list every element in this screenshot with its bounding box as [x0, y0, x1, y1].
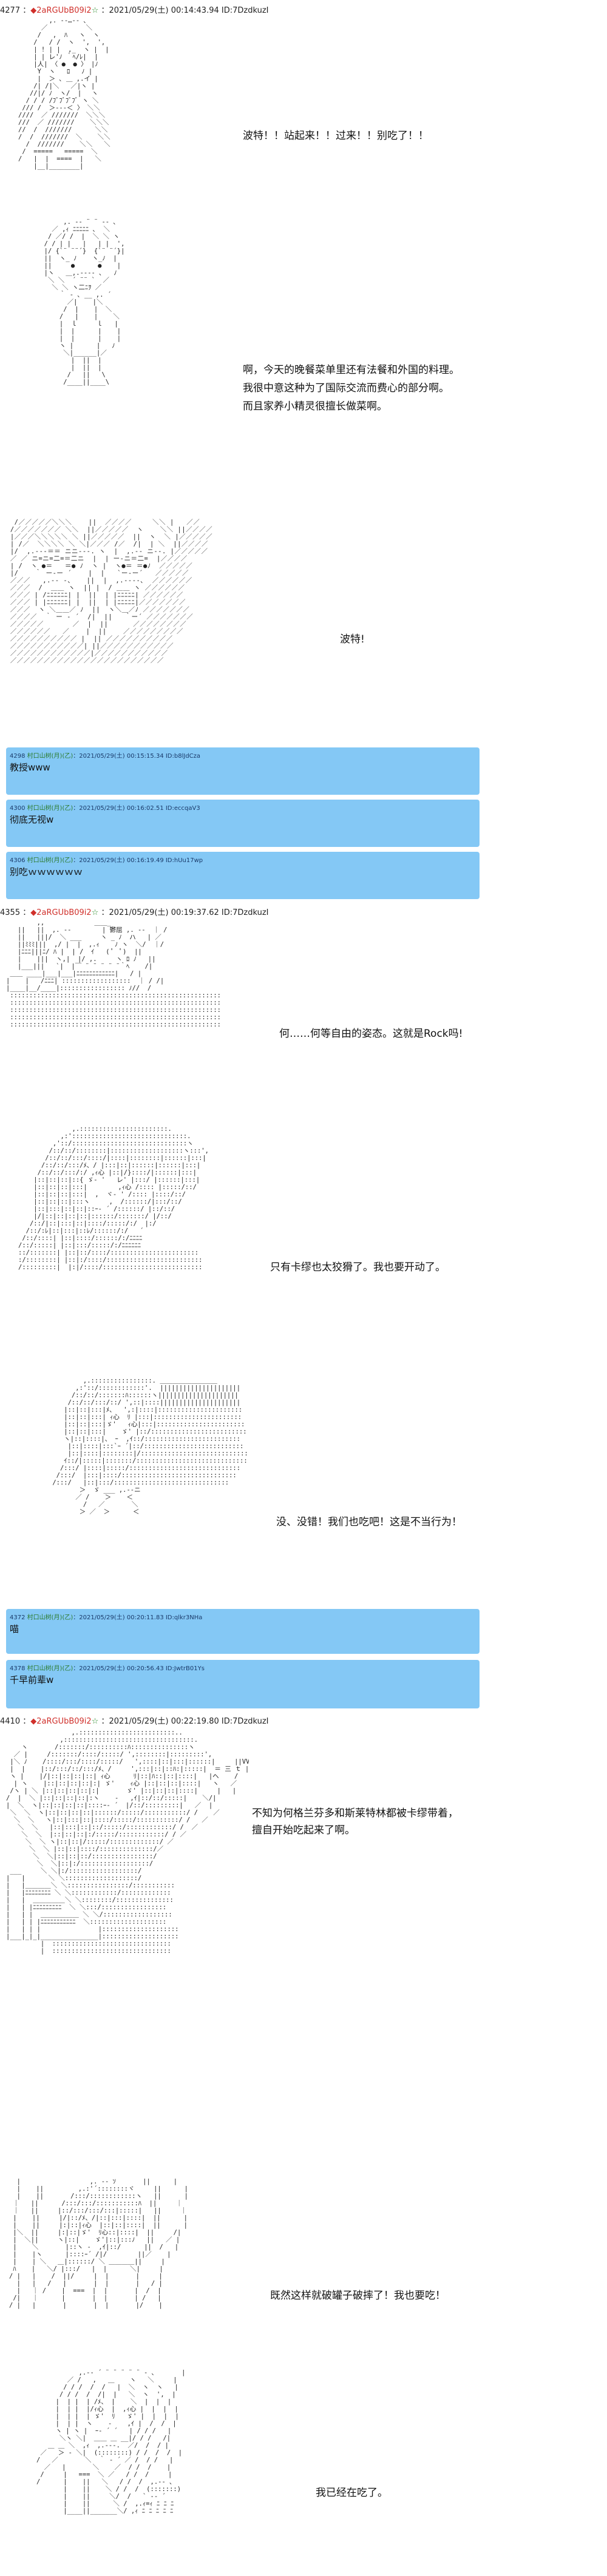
reply-meta: 4298 村口山树(月)(乙)：2021/05/29(土) 00:15:15.3…	[10, 753, 201, 760]
reply-post: 4378 村口山树(月)(乙)：2021/05/29(土) 00:20:56.4…	[6, 1660, 480, 1708]
post-header: 4277 ：◆2aRGUbB09i2☆ ：2021/05/29(土) 00:14…	[0, 6, 269, 15]
dialogue-line: 波特！！站起来！！过来！！别吃了！！	[243, 130, 429, 142]
poster-name: ◆2aRGUbB09i2	[30, 908, 92, 917]
post-header: 4355 ：◆2aRGUbB09i2☆ ：2021/05/29(土) 00:19…	[0, 908, 269, 917]
reply-post: 4306 村口山树(月)(乙)：2021/05/29(土) 00:16:19.4…	[6, 852, 480, 899]
reply-meta: 4300 村口山树(月)(乙)：2021/05/29(土) 00:16:02.5…	[10, 805, 200, 812]
reply-post: 4300 村口山树(月)(乙)：2021/05/29(土) 00:16:02.5…	[6, 800, 480, 847]
poster-name: ◆2aRGUbB09i2	[30, 1717, 92, 1726]
dialogue-line: 啊，今天的晚餐菜单里还有法餐和外国的料理。我很中意这种为了国际交流而费心的部分啊…	[243, 364, 459, 413]
reply-text: 教授www	[10, 762, 50, 773]
reply-text: 喵	[10, 1623, 19, 1634]
dialogue-line: 既然这样就破罐子破摔了！我也要吃！	[270, 2290, 446, 2302]
poster-name: ◆2aRGUbB09i2	[30, 6, 92, 15]
ascii-art: | ,. -‐ ｿ || | | || ,.:'´::::::::ヾ || | …	[9, 2178, 188, 2309]
ascii-art: ,. -‐ ¨ ¨ ‐- ､ ／ ,ｨ ﾆﾆﾆﾆﾆ ､ ＼ / ／/ / | ＼…	[44, 218, 125, 386]
dialogue-line: 没、没错！我们也吃吧！这是不当行为！	[276, 1516, 462, 1528]
ascii-art: ,. -‐…‐- ､ ／ ＼ / , ﾊ ヽ ヽ / / / ヽ ', ', |…	[18, 17, 110, 170]
ascii-art: /／／／／／＼＼＼ || ／／／／ ＼＼ | ／／ /／／／／／／／ ＼＼ ||…	[10, 519, 213, 664]
poster-trip: ☆	[91, 1717, 99, 1726]
post-number: 4355	[0, 908, 21, 917]
poster-trip: ☆	[91, 908, 99, 917]
reply-post: 4372 村口山树(月)(乙)：2021/05/29(土) 00:20:11.8…	[6, 1609, 480, 1654]
poster-trip: ☆	[91, 6, 99, 15]
dialogue-line: 我已经在吃了。	[316, 2487, 388, 2499]
dialogue-line: 不知为何格兰芬多和斯莱特林都被卡缪带着，擅自开始吃起来了啊。	[252, 1807, 458, 1836]
ascii-art: ,, ＿＿_ || || ,. -‐ | 鬱屈 ,. ‐- ｜ / || |||…	[6, 919, 222, 1028]
dialogue-line: 只有卡缪也太狡猾了。我也要开动了。	[270, 1261, 446, 1273]
post-number: 4277	[0, 6, 21, 15]
ascii-art: ,.:::::::::::::::::::::::. ,:'::::::::::…	[18, 1125, 209, 1271]
reply-meta: 4378 村口山树(月)(乙)：2021/05/29(土) 00:20:56.4…	[10, 1665, 205, 1672]
reply-meta: 4372 村口山树(月)(乙)：2021/05/29(土) 00:20:11.8…	[10, 1614, 203, 1621]
post-header: 4410 ：◆2aRGUbB09i2☆ ：2021/05/29(土) 00:22…	[0, 1717, 269, 1726]
reply-text: 别吃ｗｗｗｗｗｗ	[10, 866, 83, 877]
ascii-art: ,.-‐ ´ ¨ ¨ ¨ ¨ ¨ ‐ ､ | ／ / , ＿ ヽ ＼ | / /…	[36, 2369, 186, 2515]
dialogue-line: 何……何等自由的姿态。这就是Rock吗!	[279, 1028, 463, 1040]
ascii-art: ,.::::::::::::::::. ＿＿＿＿＿＿＿＿＿ ,:'::/::::…	[52, 1377, 248, 1516]
post-meta: 2021/05/29(土) 00:19:37.62 ID:7DzdkuzI	[109, 908, 269, 917]
reply-post: 4298 村口山树(月)(乙)：2021/05/29(土) 00:15:15.3…	[6, 747, 480, 795]
reply-text: 千早前辈w	[10, 1674, 54, 1685]
reply-meta: 4306 村口山树(月)(乙)：2021/05/29(土) 00:16:19.4…	[10, 857, 203, 864]
post-meta: 2021/05/29(土) 00:22:19.80 ID:7DzdkuzI	[109, 1717, 269, 1726]
reply-text: 彻底无视w	[10, 814, 54, 825]
dialogue-line: 波特!	[340, 633, 365, 646]
ascii-art: ,.:::::::::::::::::::::::::.. ,:::::::::…	[6, 1729, 249, 1955]
post-meta: 2021/05/29(土) 00:14:43.94 ID:7DzdkuzI	[109, 6, 269, 15]
post-number: 4410	[0, 1717, 21, 1726]
